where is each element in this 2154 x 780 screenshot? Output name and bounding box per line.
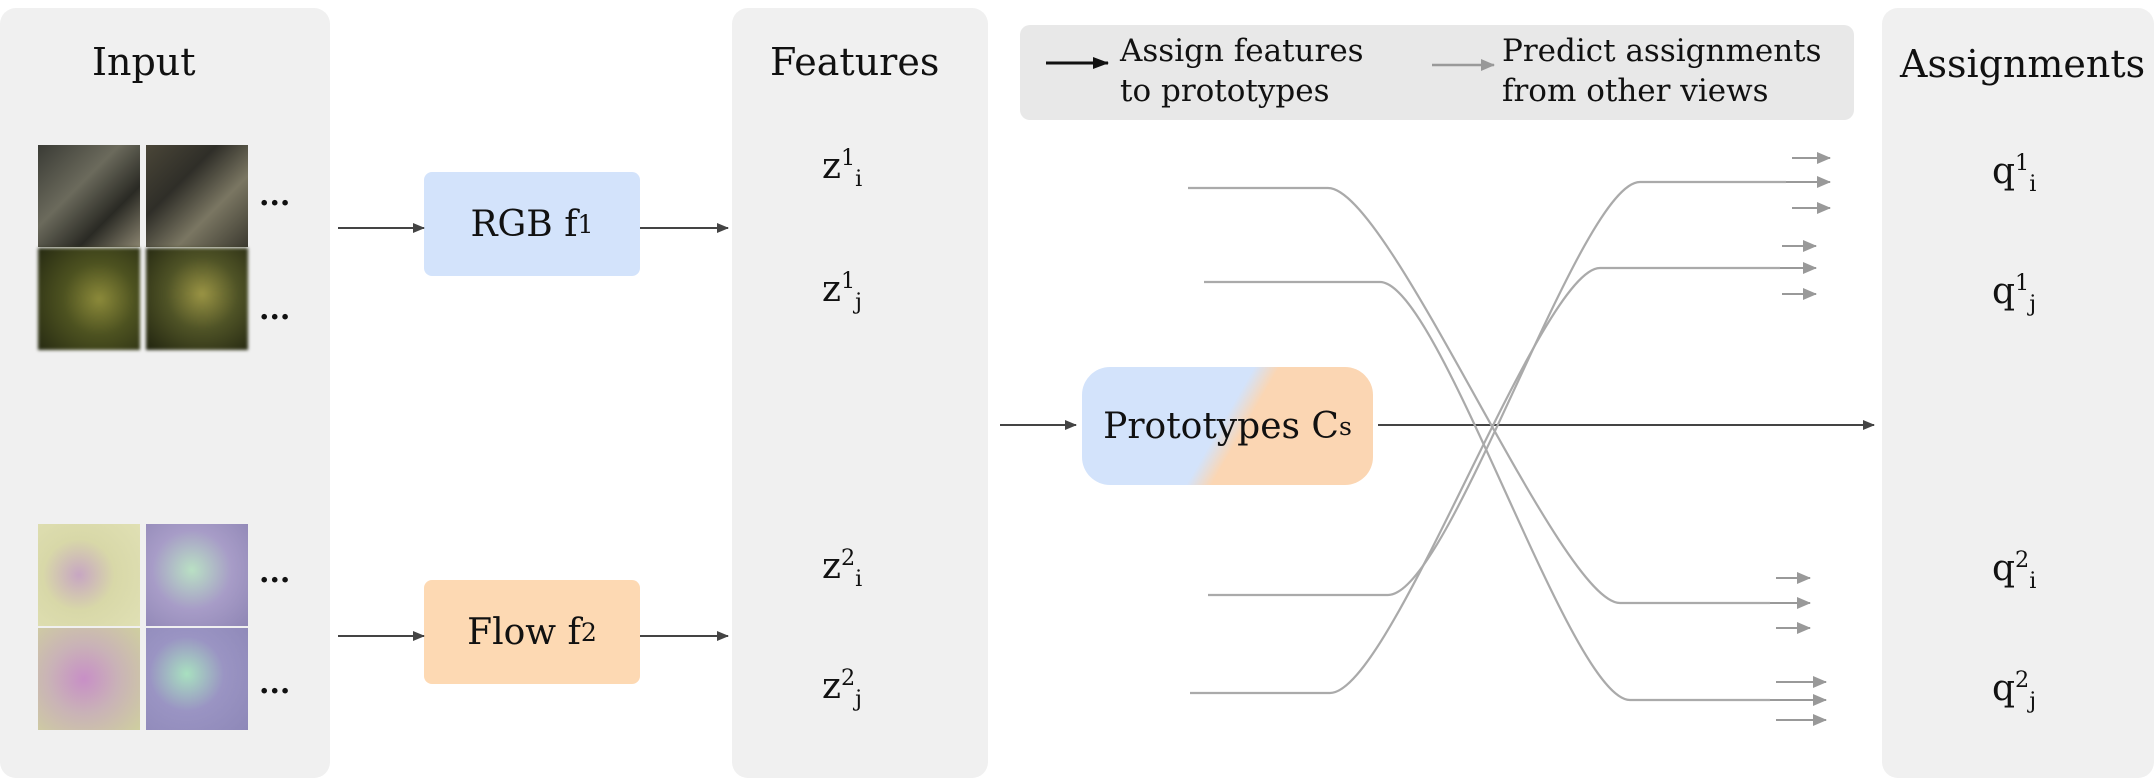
- rgb-aug-frame-2: [146, 248, 248, 350]
- feature-z2i: z2i: [822, 545, 863, 593]
- assignment-q2i: q2i: [1992, 547, 2037, 595]
- curve-z2i-to-q1i: [1208, 180, 1786, 597]
- features-title: Features: [770, 40, 940, 84]
- rgb-frame-1: [38, 145, 140, 247]
- assignments-title: Assignments: [1900, 42, 2146, 86]
- prototypes-sub: s: [1338, 411, 1352, 441]
- flow-ellipsis-1: ...: [259, 555, 291, 590]
- curve-z1j-to-q2j: [1204, 280, 1770, 702]
- prototypes-label: Prototypes C: [1103, 405, 1339, 447]
- flow-encoder-label: Flow f: [467, 611, 581, 653]
- rgb-aug-frame-1: [38, 248, 140, 350]
- feature-z2j: z2j: [822, 665, 863, 713]
- assignment-q2j: q2j: [1992, 667, 2037, 715]
- curve-z1i-to-q2i: [1188, 186, 1770, 605]
- rgb-encoder-sub: 1: [577, 209, 594, 239]
- curve-z2j-to-q1j: [1190, 266, 1780, 695]
- legend: [1020, 25, 1854, 120]
- assignment-q1i: q1i: [1992, 150, 2037, 198]
- flow-frame-2: [146, 524, 248, 626]
- rgb-ellipsis-2: ...: [259, 292, 291, 327]
- feature-z1i: z1i: [822, 145, 863, 193]
- features-panel: [732, 8, 988, 778]
- input-title: Input: [92, 40, 196, 84]
- flow-encoder-sub: 2: [580, 617, 597, 647]
- feature-z1j: z1j: [822, 268, 863, 316]
- flow-aug-frame-1: [38, 628, 140, 730]
- flow-aug-frame-2: [146, 628, 248, 730]
- assignments-panel: [1882, 8, 2154, 778]
- rgb-frame-2: [146, 145, 248, 247]
- flow-ellipsis-2: ...: [259, 666, 291, 701]
- rgb-ellipsis-1: ...: [259, 178, 291, 213]
- flow-frame-1: [38, 524, 140, 626]
- assignment-q1j: q1j: [1992, 270, 2037, 318]
- rgb-encoder-label: RGB f: [470, 203, 578, 245]
